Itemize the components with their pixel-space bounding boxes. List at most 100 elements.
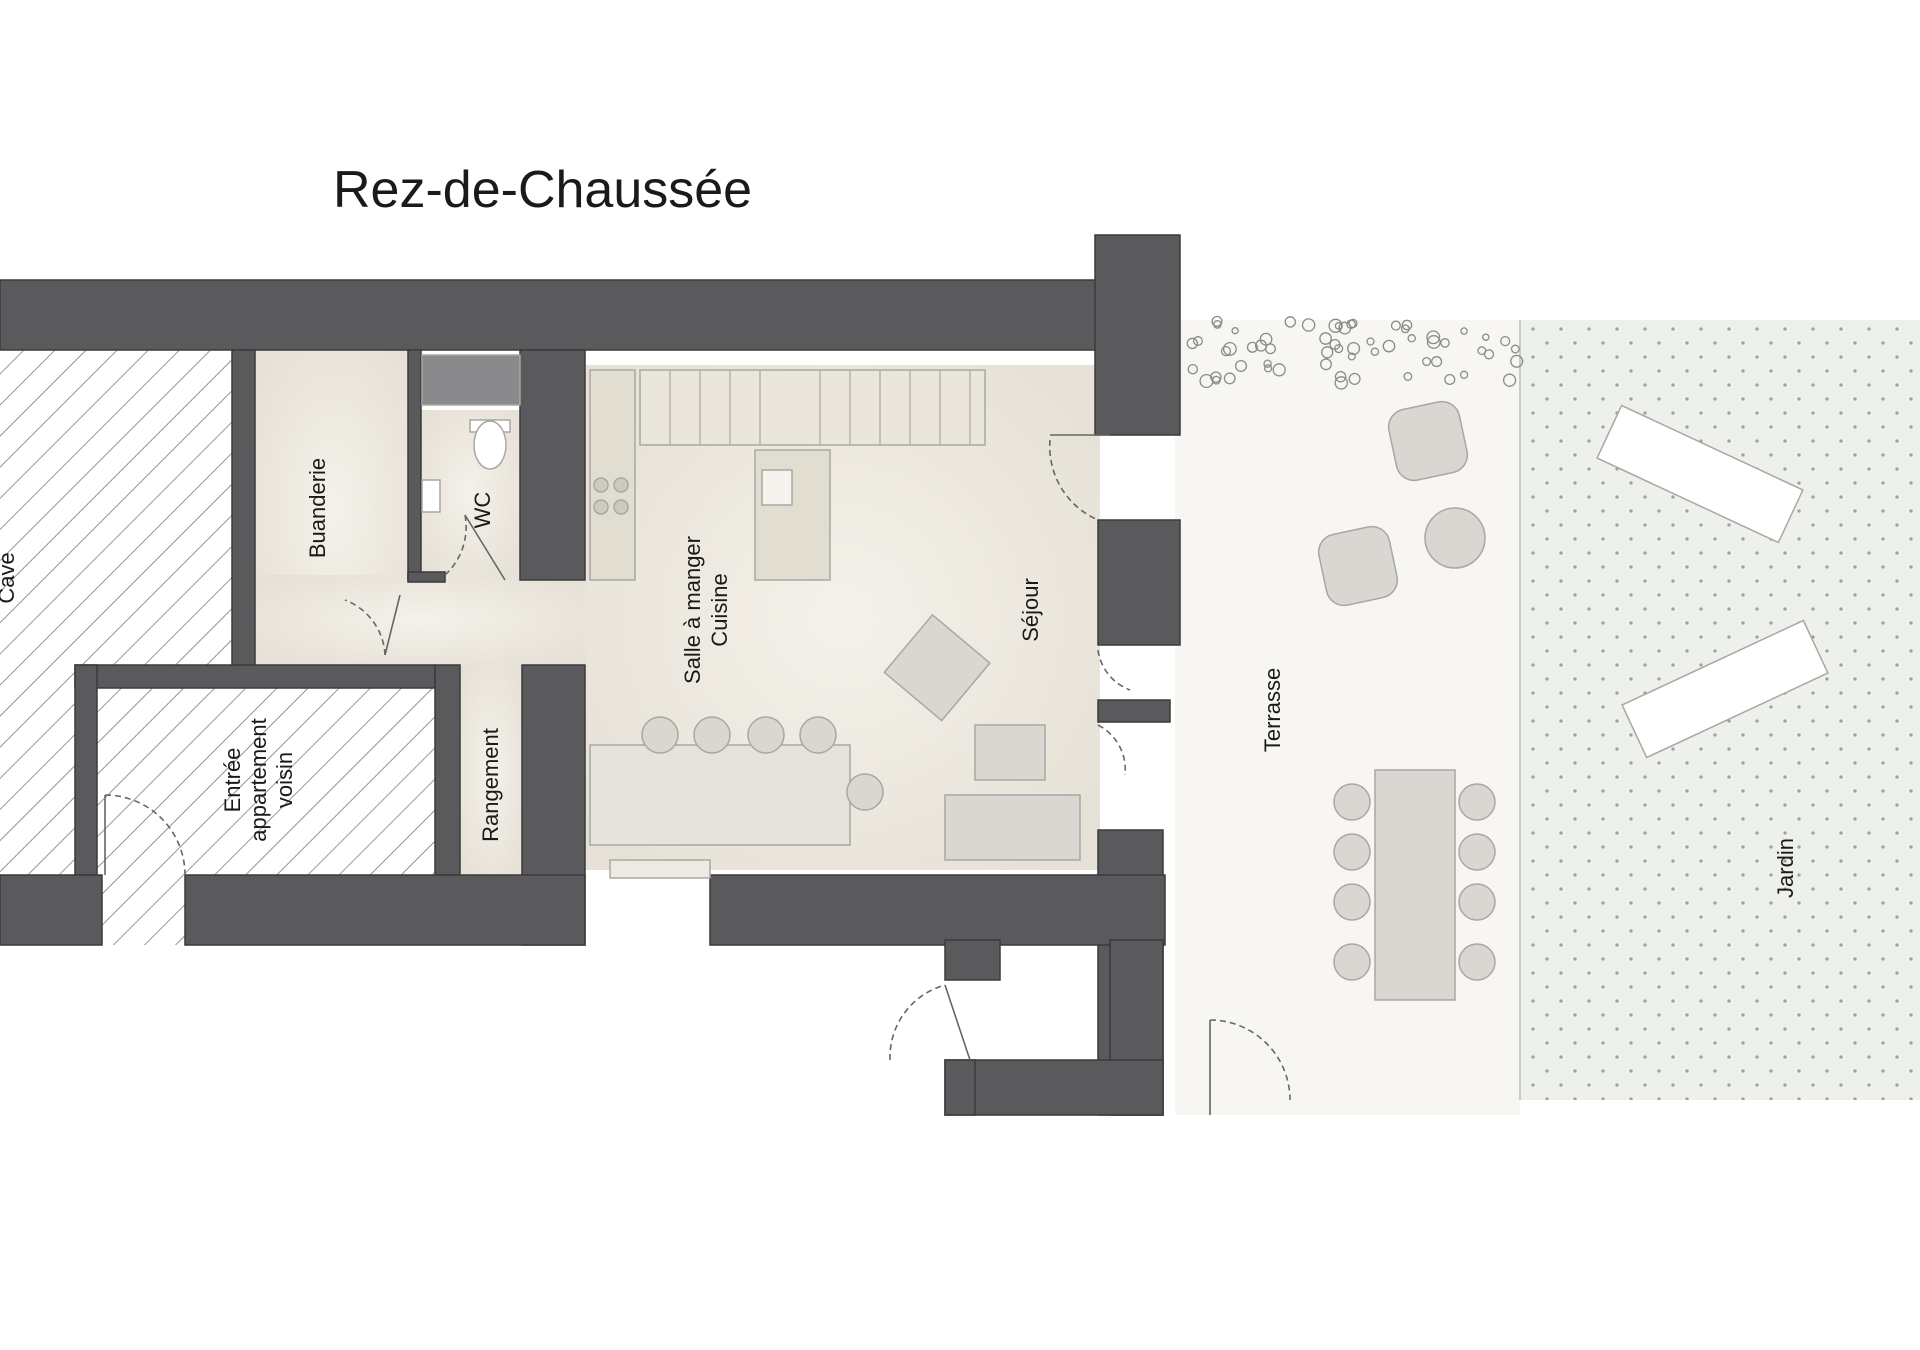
planting: [1186, 315, 1524, 390]
label-terrasse: Terrasse: [1260, 668, 1285, 752]
pebble: [1407, 334, 1416, 343]
pebble: [1319, 332, 1332, 345]
wall-right-small: [1097, 699, 1171, 723]
pebble: [1321, 346, 1334, 359]
kitchen-island: [589, 744, 851, 846]
burner: [593, 499, 609, 515]
pebble: [1263, 364, 1273, 373]
entry-passage-floor: [100, 875, 185, 945]
cave-lower-floor: [0, 665, 75, 875]
wc-sink: [421, 479, 441, 513]
wall-entree-left: [74, 664, 98, 876]
burner: [613, 499, 629, 515]
label-entree-2: appartement: [246, 718, 271, 842]
wall-annex-bottom: [944, 1059, 1164, 1116]
pebble: [1346, 319, 1356, 330]
pebble: [1223, 372, 1236, 385]
doors: [104, 434, 1291, 1115]
pebble: [1431, 356, 1443, 368]
toilet: [473, 420, 507, 470]
furniture: [421, 354, 1829, 1001]
wall-top-right-pillar: [1094, 234, 1181, 436]
pebble: [1187, 363, 1199, 375]
pebble: [1222, 341, 1237, 356]
door-buanderie-leaf: [384, 594, 401, 656]
sun-lounger-2: [1621, 619, 1829, 759]
pebble: [1390, 320, 1401, 331]
door-entree: [104, 794, 186, 876]
pebble: [1193, 336, 1203, 346]
pebble: [1366, 337, 1375, 346]
armchair-sejour: [883, 613, 991, 722]
stool: [641, 716, 679, 754]
pebble: [1231, 327, 1239, 335]
pebble: [1401, 319, 1413, 331]
coffee-table: [974, 724, 1046, 781]
window-doors: [1097, 649, 1131, 776]
stool: [799, 716, 837, 754]
pebble: [1263, 359, 1272, 368]
pebble: [1347, 341, 1361, 356]
wall-top: [0, 279, 1099, 351]
door-terrace: [1209, 1019, 1291, 1101]
wall-wc-right: [519, 349, 586, 581]
pebble: [1426, 335, 1441, 349]
wall-bottom-right: [709, 874, 1166, 946]
sofa: [944, 794, 1081, 861]
terrace-floor: [1175, 320, 1520, 1115]
hallway-floor: [255, 575, 585, 665]
label-entree-1: Entrée: [220, 748, 245, 813]
pebble: [1334, 376, 1349, 390]
island-shelf: [609, 859, 711, 879]
lounge-chair-2: [1317, 525, 1399, 607]
pebble: [1284, 316, 1297, 328]
wall-annex-left-lower: [944, 1059, 976, 1116]
pebble: [1444, 373, 1456, 386]
walls: [0, 234, 1181, 1116]
pebble: [1348, 372, 1361, 385]
door-buanderie: [344, 599, 386, 656]
pebble: [1347, 352, 1356, 361]
pebble: [1510, 344, 1520, 354]
kitchen-counter: [589, 369, 636, 581]
burner: [613, 477, 629, 493]
pebble: [1334, 370, 1347, 383]
burner: [593, 477, 609, 493]
pebble: [1334, 344, 1344, 354]
sink-basin: [761, 469, 793, 506]
pebble: [1500, 335, 1511, 347]
pebble: [1301, 318, 1316, 332]
wall-right-mid: [1097, 519, 1181, 646]
plan-title: Rez-de-Chaussée: [333, 161, 753, 219]
label-wc: WC: [470, 492, 495, 529]
pebble: [1460, 327, 1468, 335]
pebble: [1382, 339, 1396, 353]
stool: [846, 773, 884, 811]
staircase: [639, 369, 986, 446]
rangement-floor: [460, 665, 522, 875]
pebble: [1213, 320, 1222, 329]
lounge-chair-1: [1387, 400, 1469, 482]
pebble: [1234, 359, 1248, 373]
pebble: [1403, 372, 1413, 381]
pebble: [1211, 375, 1221, 385]
pebble: [1422, 356, 1432, 367]
pebble: [1320, 358, 1332, 371]
wall-bottom-left: [0, 874, 103, 946]
door-wc-leaf: [464, 514, 506, 581]
door-sejour: [1048, 439, 1099, 521]
side-table: [1424, 507, 1486, 569]
label-cave: Cave: [0, 552, 19, 603]
stool: [693, 716, 731, 754]
pebble: [1329, 338, 1341, 351]
pebble: [1211, 315, 1223, 327]
washing-machine: [421, 354, 521, 406]
pebble: [1272, 363, 1286, 377]
pebble: [1440, 338, 1450, 348]
pebble: [1510, 354, 1524, 368]
label-rangement: Rangement: [478, 728, 503, 842]
door-annex: [889, 984, 946, 1061]
wall-buanderie-wc: [407, 349, 422, 581]
sun-lounger-1: [1596, 404, 1804, 544]
label-entree-3: voisin: [272, 752, 297, 808]
